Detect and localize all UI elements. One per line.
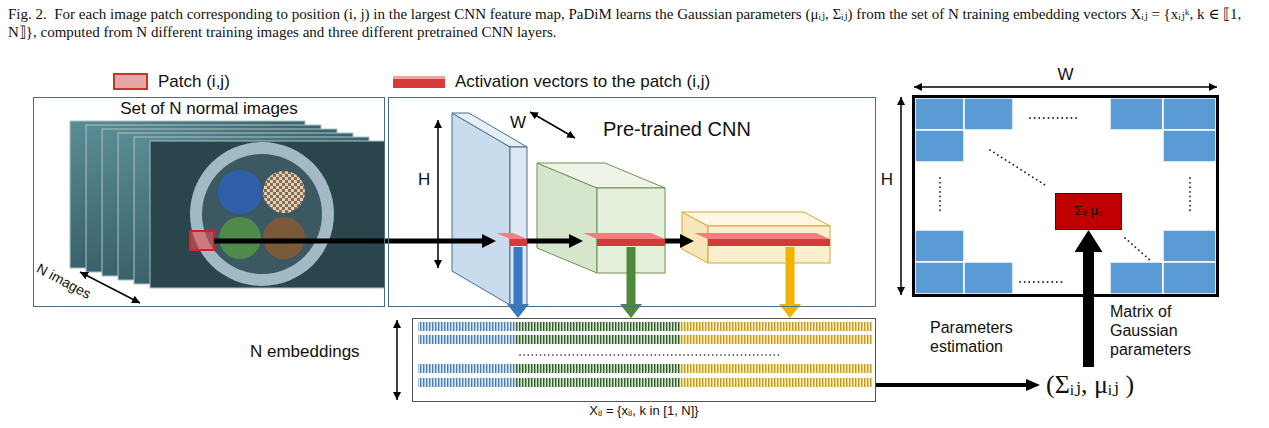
embedding-barcodes-part <box>520 354 780 356</box>
embedding-barcodes-part <box>418 364 515 373</box>
cnn-layers-part <box>682 212 830 226</box>
cnn-layers-part <box>537 163 665 188</box>
cnn-layers-part <box>708 226 830 263</box>
ellipsis-dots-part <box>1020 281 1066 283</box>
matrix-cells-part <box>1163 262 1216 294</box>
cable-image-part <box>219 217 261 259</box>
image-set-panel: Set of N normal images <box>33 97 385 307</box>
matrix-cells-part <box>915 230 964 262</box>
embedding-barcodes-part <box>515 322 680 331</box>
cnn-layers-part <box>452 113 527 147</box>
activation-arrows-part <box>514 247 523 304</box>
cnn-layers <box>452 113 830 305</box>
matrix-cells-part <box>915 98 964 130</box>
flow-arrow <box>876 383 1026 387</box>
edge-label: Matrix of Gaussian parameters <box>1108 302 1216 359</box>
node-text: Σᵢⱼ μᵢⱼ <box>1075 204 1103 219</box>
embedding-barcodes-part <box>515 378 680 387</box>
legend-text: Activation vectors to the patch (i,j) <box>455 72 710 92</box>
legend-swatch <box>393 76 445 88</box>
embedding-barcodes-part <box>515 364 680 373</box>
matrix-cells-part <box>1163 98 1216 130</box>
node-text: Pre-trained CNN <box>603 118 751 141</box>
cable-image-part <box>190 142 334 286</box>
legend-swatch <box>113 73 148 90</box>
cable-image-part <box>263 171 305 213</box>
dimension-label: H <box>418 170 430 190</box>
node-text: (Σᵢⱼ, μᵢⱼ ) <box>1046 370 1134 400</box>
ellipsis-dots-part <box>1189 178 1191 212</box>
dimension-label: W <box>510 113 526 133</box>
ellipsis-dots-part <box>990 150 1045 185</box>
patch-flow-arrows-part <box>569 234 583 248</box>
activation-arrows <box>507 247 801 318</box>
image-patch <box>190 231 214 250</box>
matrix-cells-part <box>915 262 964 294</box>
cable-image <box>150 141 384 288</box>
embedding-barcodes-part <box>680 364 872 373</box>
height-arrow <box>900 97 902 295</box>
embedding-barcodes-part <box>680 322 872 331</box>
matrix-cells-part <box>915 130 964 162</box>
cable-image-part <box>218 170 262 214</box>
patch-flow-arrows-part <box>214 239 482 244</box>
ellipsis-dots <box>940 118 1190 282</box>
embedding-barcodes-part <box>515 335 680 344</box>
activation-arrows-part <box>627 247 636 304</box>
embedding-barcodes-part <box>680 335 872 344</box>
count-arrow <box>396 320 398 400</box>
patch-flow-arrows-part <box>527 239 569 244</box>
activation-bars-part <box>694 233 830 239</box>
node-text: W <box>915 65 1216 85</box>
activation-bars <box>496 233 830 246</box>
embedding-barcodes-part <box>418 322 515 331</box>
matrix-cells-part <box>964 262 1013 294</box>
cable-image-part <box>263 217 305 259</box>
node-text: Xᵢⱼ = {xᵢⱼ, k in [1, N]} <box>413 404 875 419</box>
cnn-panel: Pre-trained CNN <box>388 97 876 307</box>
width-arrow <box>914 86 1217 88</box>
matrix-cells-part <box>1163 230 1216 262</box>
matrix-cells-part <box>1110 98 1163 130</box>
activation-bars-part <box>510 239 527 246</box>
cnn-layers-part <box>510 147 527 305</box>
height-arrow <box>437 120 439 268</box>
matrix-cells-part <box>1110 262 1163 294</box>
cable-image-part <box>150 141 384 288</box>
activation-arrows-part <box>786 247 795 304</box>
legend-text: Patch (i,j) <box>158 72 230 92</box>
matrix-cells-part <box>964 98 1013 130</box>
ellipsis-dots-part <box>1125 238 1152 262</box>
training-images <box>70 121 384 288</box>
ellipsis-dots-part <box>939 178 941 212</box>
embedding-barcodes-part <box>418 378 515 387</box>
matrix-cells <box>915 98 1216 294</box>
flow-arrow <box>1083 252 1094 367</box>
embedding-barcodes <box>418 322 872 387</box>
figure-caption: Fig. 2. For each image patch correspondi… <box>8 5 1263 41</box>
embedding-barcodes-part <box>418 335 515 344</box>
activation-bars-part <box>597 239 665 246</box>
embedding-matrix: Xᵢⱼ = {xᵢⱼ, k in [1, N]} <box>412 318 876 402</box>
width-arrow <box>530 112 575 138</box>
gaussian-matrix: WHΣᵢⱼ μᵢⱼ <box>912 95 1219 297</box>
patch-flow-arrows <box>214 234 694 248</box>
matrix-cells-part <box>1163 130 1216 162</box>
activation-bars-part <box>583 233 665 239</box>
cable-image-part <box>202 154 322 274</box>
embedding-barcodes-part <box>680 378 872 387</box>
patch-flow-arrows-part <box>665 239 680 244</box>
patch-flow-arrows-part <box>680 234 694 248</box>
activation-bars-part <box>708 239 830 246</box>
dimension-label: N embeddings <box>250 342 360 362</box>
edge-label: Parameters estimation <box>928 318 1050 356</box>
activation-bars-part <box>496 233 527 239</box>
patch-gaussian-cell: Σᵢⱼ μᵢⱼ <box>1055 193 1122 230</box>
patch-flow-arrows-part <box>482 234 496 248</box>
node-text: H <box>880 170 894 190</box>
ellipsis-dots-part <box>1030 117 1080 119</box>
gaussian-parameters: (Σᵢⱼ, μᵢⱼ ) <box>1040 367 1140 403</box>
node-text: Set of N normal images <box>34 99 384 119</box>
